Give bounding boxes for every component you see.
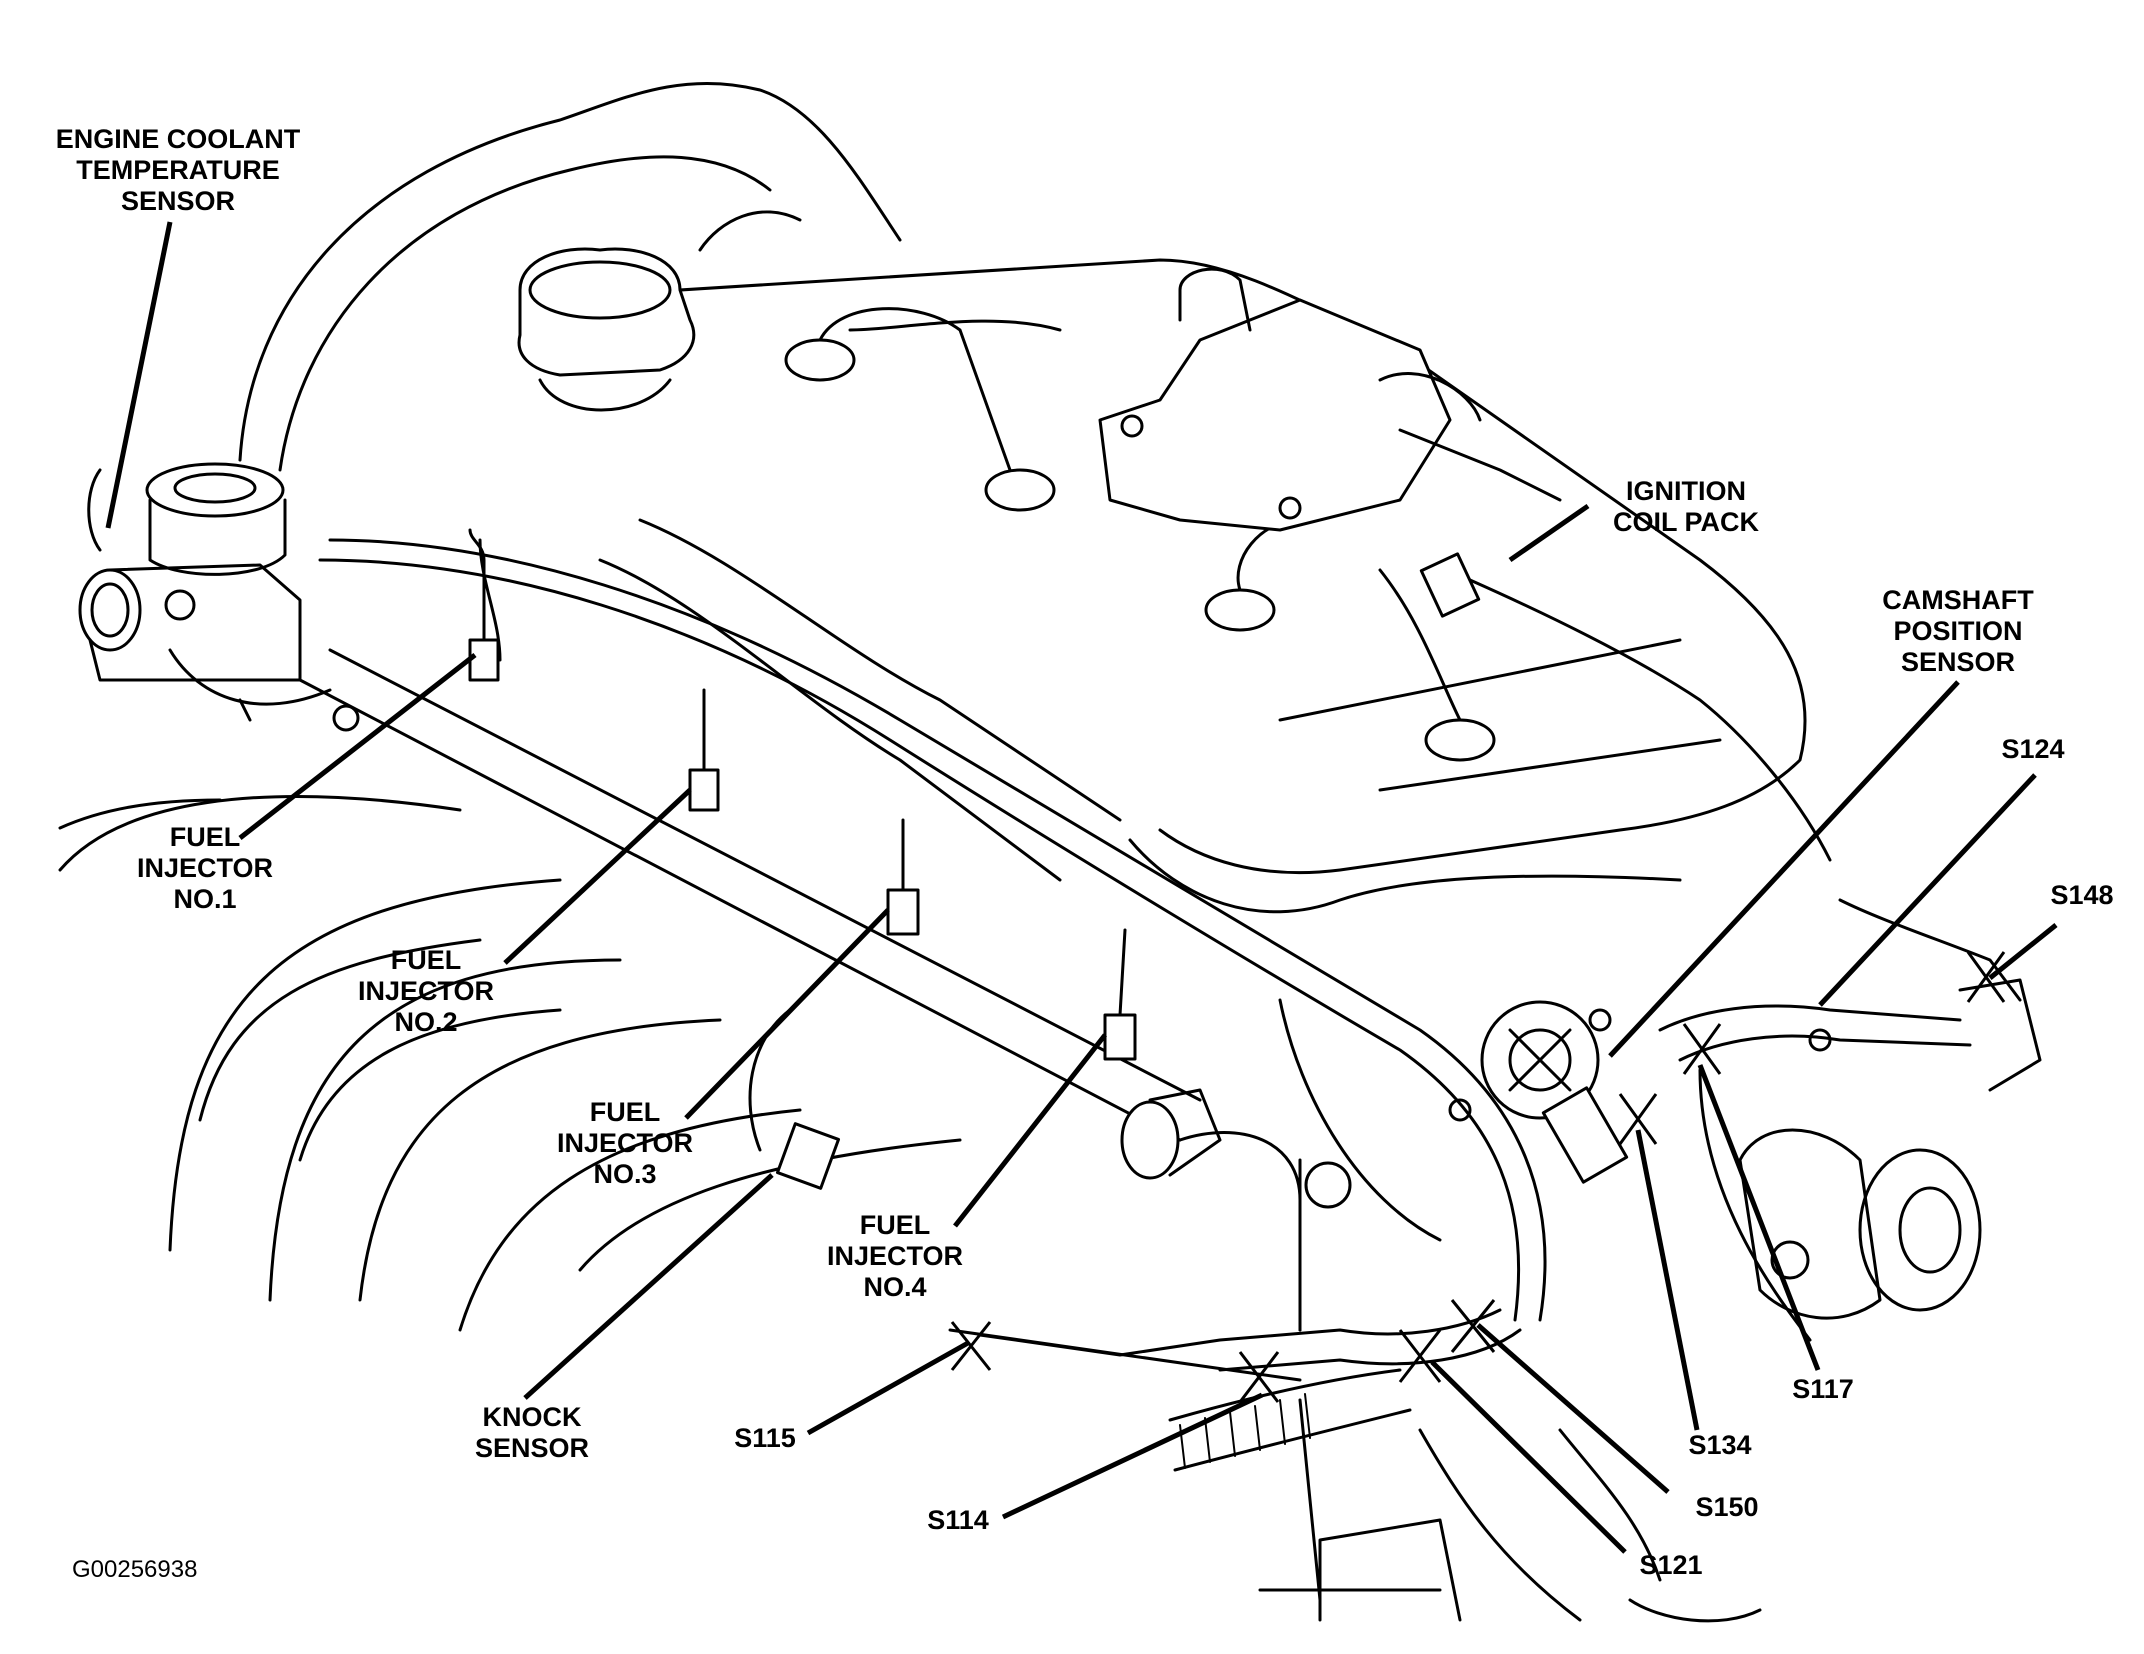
s148-leader: [1988, 923, 2058, 980]
s124-label: S124: [2001, 734, 2065, 764]
s115-leader: [806, 1340, 970, 1436]
spark-plug-wires: [784, 307, 1496, 762]
inj2-leader: [503, 788, 692, 965]
intake-manifold-runners: [58, 795, 962, 1332]
s124-leader: [1818, 773, 2037, 1007]
fuel-rail: [298, 648, 1222, 1180]
timing-cover: [238, 82, 902, 472]
s150-leader: [1476, 1323, 1670, 1494]
injectors: [468, 528, 1137, 1061]
intake-plenum: [1178, 998, 1442, 1332]
inj1-label: FUEL INJECTOR NO.1: [136, 822, 274, 914]
knock-sensor: [748, 1008, 841, 1190]
s134-leader: [1635, 1129, 1700, 1431]
thermostat-housing: [78, 462, 360, 732]
s117-leader: [1697, 1064, 1821, 1371]
ignition-coil-pack: [1098, 267, 1832, 862]
s150-label: S150: [1695, 1492, 1759, 1522]
knock-leader: [523, 1173, 774, 1400]
ect-label: ENGINE COOLANT TEMPERATURE SENSOR: [55, 124, 301, 216]
s134-label: S134: [1688, 1430, 1752, 1460]
cmp-label: CAMSHAFT POSITION SENSOR: [1882, 585, 2034, 677]
leader-lines: [105, 221, 2058, 1554]
inj1-leader: [238, 653, 477, 840]
inj3-leader: [684, 908, 890, 1120]
ect-leader: [105, 221, 173, 529]
s115-label: S115: [734, 1423, 796, 1453]
inj3-label: FUEL INJECTOR NO.3: [556, 1097, 694, 1189]
egr-valve: [1738, 978, 2042, 1320]
s121-leader: [1430, 1360, 1627, 1554]
inj2-label: FUEL INJECTOR NO.2: [357, 945, 495, 1037]
s148-label: S148: [2050, 880, 2114, 910]
s117-label: S117: [1792, 1374, 1854, 1404]
inj4-label: FUEL INJECTOR NO.4: [826, 1210, 964, 1302]
lower-harness-loom: [948, 1328, 1762, 1623]
knock-label: KNOCK SENSOR: [474, 1402, 590, 1463]
s121-label: S121: [1639, 1550, 1703, 1580]
valve-cover: [518, 258, 1807, 914]
oil-filler-cap: [517, 247, 696, 412]
s114-leader: [1001, 1392, 1264, 1520]
inj4-leader: [953, 1033, 1107, 1228]
splice-markers: [950, 951, 2006, 1403]
cmp-leader: [1608, 680, 1960, 1058]
coil-label: IGNITION COIL PACK: [1612, 476, 1760, 537]
coil-leader: [1508, 503, 1590, 563]
camshaft-sensor-area: [1448, 1000, 1832, 1184]
figure-code: G00256938: [72, 1556, 198, 1583]
wiring-harness: [318, 538, 2022, 1372]
s114-label: S114: [927, 1505, 989, 1535]
